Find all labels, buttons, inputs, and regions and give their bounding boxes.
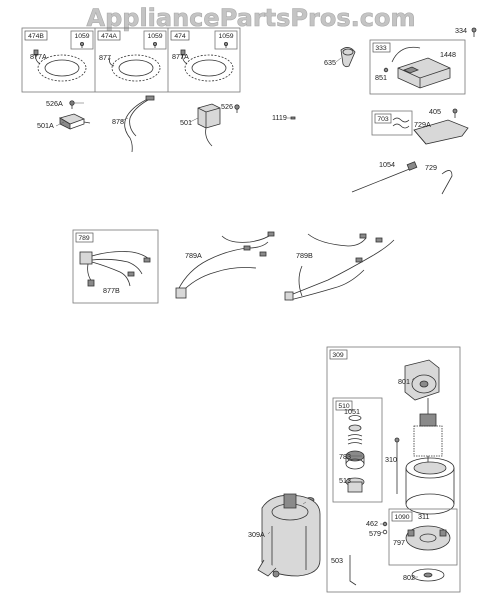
callout-635: 635 [324, 58, 336, 67]
box-label-1090: 1090 [394, 514, 409, 521]
callout-797: 797 [393, 538, 405, 547]
box-label-333: 333 [375, 45, 387, 52]
screw-part[interactable] [223, 42, 228, 48]
screw-part[interactable] [80, 42, 85, 48]
callout-310: 310 [385, 455, 397, 464]
callout-729a: 729A [414, 120, 431, 129]
rectifier-part[interactable] [59, 113, 91, 130]
box-label-309: 309 [332, 352, 344, 359]
screw-part[interactable] [471, 27, 477, 37]
callout-309a: 309A [248, 530, 265, 539]
watermark-text: AppliancePartsPros.com [87, 4, 416, 32]
callout-1448: 1448 [440, 50, 456, 59]
callout-513: 513 [339, 476, 351, 485]
drive-part[interactable] [345, 477, 365, 493]
through-bolt-part[interactable] [394, 437, 400, 494]
brush-plate-part[interactable] [405, 525, 451, 551]
brush-kit-box-frame [388, 508, 458, 566]
armature-part[interactable] [413, 398, 443, 468]
stator-ring-part[interactable] [33, 49, 87, 82]
box-label-510: 510 [338, 403, 350, 410]
retainer-part[interactable] [348, 415, 362, 421]
callout-789b: 789B [296, 251, 313, 260]
box-label-789: 789 [78, 235, 90, 242]
callout-789a: 789A [185, 251, 202, 260]
wire-harness-part[interactable] [124, 95, 155, 153]
washer-part[interactable] [348, 424, 362, 432]
box-label-1059-b: 1059 [147, 33, 162, 40]
terminal-clip-part[interactable] [69, 100, 75, 109]
stator-group-frame [21, 27, 241, 93]
callout-802: 802 [403, 573, 415, 582]
bracket-box-frame [371, 110, 413, 136]
callout-783: 783 [339, 452, 351, 461]
stator-ring-part[interactable] [109, 54, 161, 82]
drive-kit-box-frame [332, 397, 383, 503]
box-label-474: 474 [174, 33, 186, 40]
stator-ring-part[interactable] [180, 49, 234, 82]
callout-334: 334 [455, 26, 467, 35]
clip-part[interactable] [392, 117, 410, 129]
callout-878: 878 [112, 117, 124, 126]
screw-part[interactable] [452, 108, 458, 118]
cable-tie-part[interactable] [351, 161, 418, 193]
callout-526: 526 [221, 102, 233, 111]
callout-877b: 877B [103, 286, 120, 295]
box-label-703: 703 [377, 116, 389, 123]
callout-311: 311 [418, 512, 429, 521]
callout-405: 405 [429, 107, 441, 116]
starter-box-frame [326, 346, 461, 593]
callout-462: 462 [366, 519, 378, 528]
callout-503: 503 [331, 556, 343, 565]
callout-1051: 1051 [344, 407, 360, 416]
callout-729: 729 [425, 163, 437, 172]
spring-part[interactable] [347, 434, 363, 445]
callout-501: 501 [180, 118, 192, 127]
screw-part[interactable] [152, 42, 157, 48]
starter-motor-part[interactable] [257, 493, 321, 578]
box-label-474b: 474B [28, 33, 44, 40]
callout-851: 851 [375, 73, 387, 82]
box-label-1059-c: 1059 [218, 33, 233, 40]
callout-877a-1: 877A [30, 52, 47, 61]
callout-877: 877 [99, 53, 111, 62]
terminal-part[interactable] [382, 521, 388, 535]
harness-box-frame [72, 229, 159, 304]
connector-part[interactable] [290, 116, 296, 120]
wire-harness-part[interactable] [79, 251, 151, 287]
starter-end-cap-part[interactable] [404, 359, 440, 401]
armature-box-frame [369, 39, 466, 95]
callout-579: 579 [369, 529, 381, 538]
end-plate-part[interactable] [411, 568, 445, 582]
wire-harness-part[interactable] [175, 231, 275, 299]
terminal-clip-part[interactable] [234, 104, 240, 113]
motor-housing-part[interactable] [405, 457, 455, 515]
ignition-armature-part[interactable] [383, 46, 451, 89]
spark-plug-boot-part[interactable] [340, 47, 356, 68]
callout-1119: 1119 [272, 113, 287, 122]
wire-harness-part[interactable] [284, 233, 395, 301]
box-label-1059-a: 1059 [74, 33, 89, 40]
callout-1054: 1054 [379, 160, 395, 169]
callout-801: 801 [398, 377, 410, 386]
box-label-474a: 474A [101, 33, 117, 40]
bracket-part[interactable] [349, 555, 357, 586]
shield-part[interactable] [413, 119, 469, 145]
clip-part[interactable] [441, 170, 453, 195]
callout-877a-2: 877A [172, 52, 189, 61]
callout-501a: 501A [37, 121, 54, 130]
callout-526a: 526A [46, 99, 63, 108]
regulator-part[interactable] [197, 103, 221, 147]
